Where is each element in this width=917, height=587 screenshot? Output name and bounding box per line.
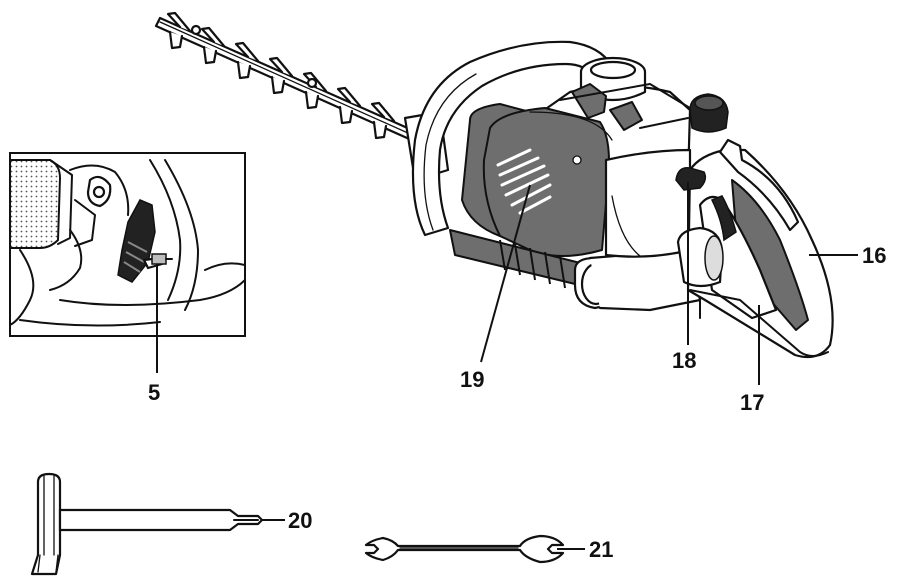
callout-leaders [480, 182, 858, 385]
rear-handle-assembly [675, 138, 834, 359]
engine-housing [449, 56, 729, 312]
callout-label-19: 19 [460, 367, 484, 392]
inset-detail-carburetor [9, 152, 246, 373]
callout-label-18: 18 [672, 348, 696, 373]
callout-label-17: 17 [740, 390, 764, 415]
spark-plug-wrench [30, 472, 285, 576]
open-end-wrench [364, 534, 585, 564]
callout-label-20: 20 [288, 508, 312, 533]
callout-label-16: 16 [862, 243, 886, 268]
cooling-vents [496, 148, 552, 215]
callout-label-5: 5 [148, 380, 160, 405]
callout-label-21: 21 [589, 537, 613, 562]
